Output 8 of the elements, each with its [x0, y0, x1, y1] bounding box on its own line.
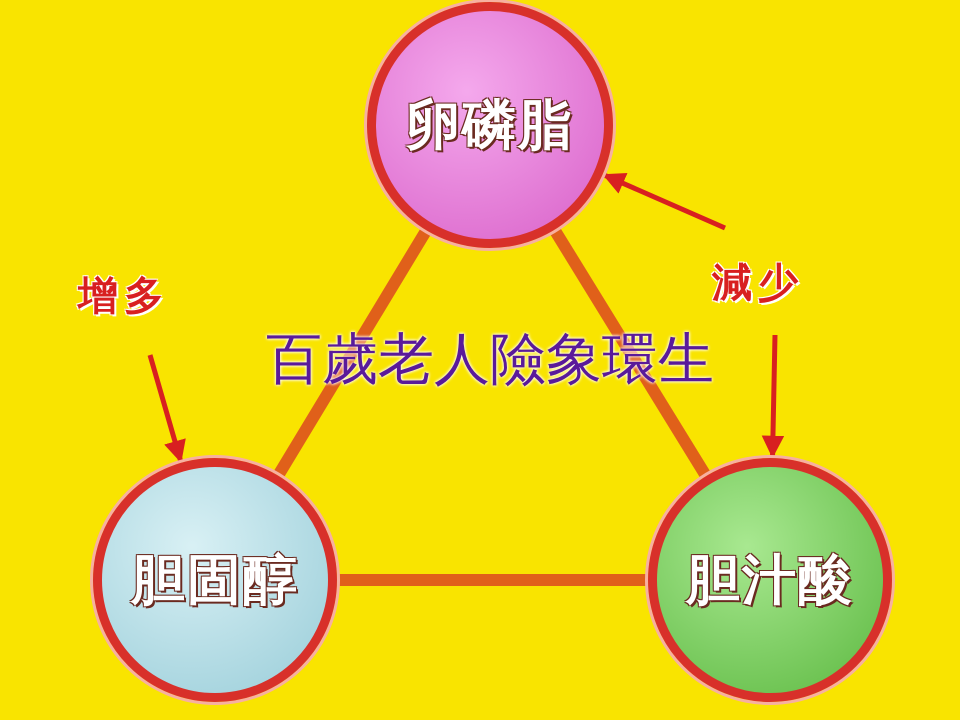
- node-label: 卵磷脂: [406, 92, 574, 158]
- arrow: [602, 172, 726, 230]
- node-label: 胆固醇: [131, 546, 299, 612]
- node-label: 胆汁酸: [686, 546, 854, 612]
- annotation-label: 減少: [712, 255, 804, 310]
- connector-line: [339, 574, 646, 586]
- annotation-label: 增多: [78, 268, 170, 323]
- connector-line: [550, 228, 710, 478]
